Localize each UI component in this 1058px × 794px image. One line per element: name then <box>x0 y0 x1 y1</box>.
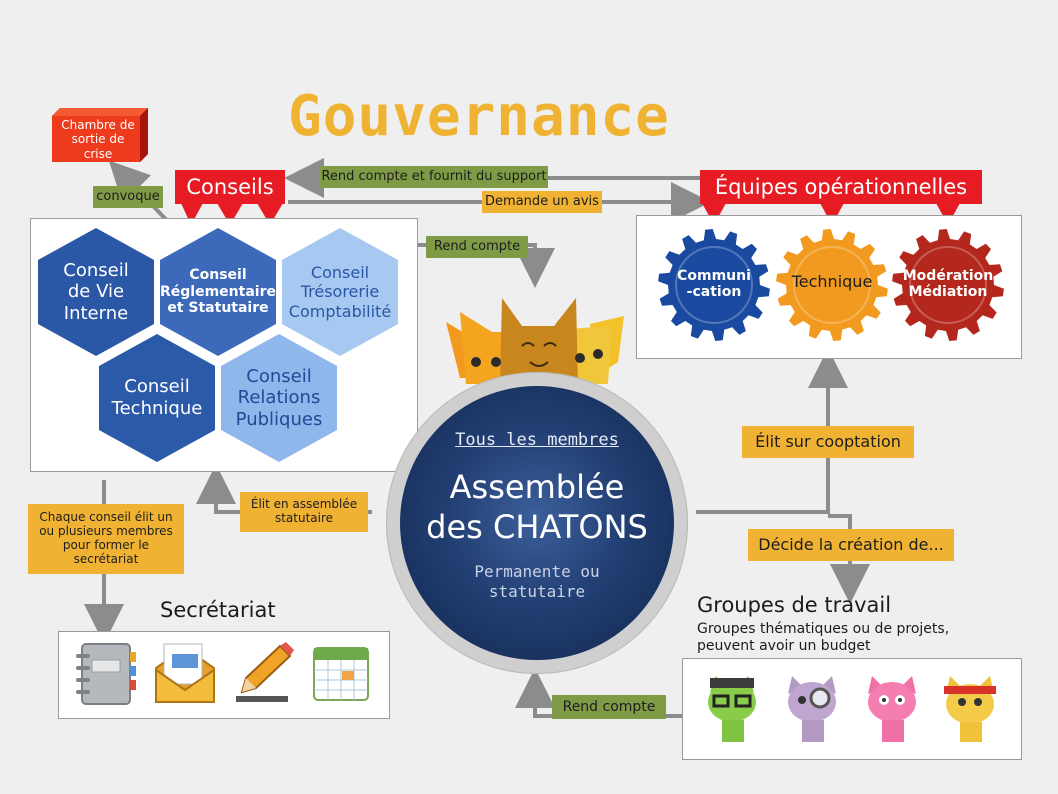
gear-hub <box>793 246 871 324</box>
gear-communication-icon <box>658 229 770 341</box>
equipes-header-pointers <box>702 203 960 225</box>
label-rend-compte-support: Rend compte et fournit du support <box>320 166 548 188</box>
equipes-header: Équipes opérationnelles <box>700 170 982 228</box>
label-rend-compte-top: Rend compte <box>426 236 528 258</box>
conseils-header-label: Conseils <box>175 170 285 204</box>
gear-moderation-icon <box>892 229 1004 341</box>
groupes-title: Groupes de travail <box>697 593 892 617</box>
label-elit-cooptation: Élit sur cooptation <box>742 426 914 458</box>
groupes-subtitle-1: Groupes thématiques ou de projets, <box>697 621 950 637</box>
page-title: Gouvernance <box>288 84 670 149</box>
crisis-box-shape <box>52 108 148 162</box>
groupes-subtitle-2: peuvent avoir un budget <box>697 638 871 654</box>
pink-cat-icon <box>856 672 928 744</box>
purple-cat-icon <box>776 672 848 744</box>
green-cat-icon <box>696 672 768 744</box>
chatons-cats-icon <box>446 298 624 384</box>
hex-conseil-relations-publiques: Conseil Relations Publiques <box>221 334 337 462</box>
gear-moderation-label: Modération Médiation <box>902 267 994 300</box>
hex-label: Conseil Réglementaire et Statutaire <box>160 266 276 317</box>
assembly-top: Tous les membres <box>455 430 619 450</box>
hex-conseil-technique: Conseil Technique <box>99 334 215 462</box>
pencil-icon <box>236 642 294 702</box>
conseils-header-pointers <box>181 203 283 225</box>
assembly-bottom2: statutaire <box>488 582 586 601</box>
crisis-room-label: Chambre de sortie de crise <box>61 118 135 161</box>
yellow-cat-icon <box>934 672 1006 744</box>
label-elit-assemblee: Élit en assemblée statutaire <box>240 492 368 532</box>
equipes-header-label: Équipes opérationnelles <box>700 170 982 204</box>
assembly-line1: Assemblée <box>449 468 625 506</box>
label-decide-creation: Décide la création de... <box>748 529 954 561</box>
hex-label: Conseil Trésorerie Comptabilité <box>288 263 392 321</box>
gear-communication-label: Communi -cation <box>677 267 751 300</box>
hex-label: Conseil de Vie Interne <box>63 259 129 324</box>
secretariat-title: Secrétariat <box>160 598 276 622</box>
hex-conseil-tresorerie: Conseil Trésorerie Comptabilité <box>282 228 398 356</box>
gear-hub <box>675 246 753 324</box>
label-convoque: convoque <box>93 186 163 208</box>
label-demande-avis: Demande un avis <box>482 191 602 213</box>
assembly-line2: des CHATONS <box>426 508 648 546</box>
address-book-icon <box>76 643 136 705</box>
assembly-circle: Tous les membres Assemblée des CHATONS P… <box>400 386 674 660</box>
mail-icon <box>155 643 215 703</box>
arrow-cooptation <box>696 348 848 514</box>
arrow-decide <box>828 514 870 604</box>
gear-technique-label: Technique <box>791 271 873 291</box>
hex-label: Conseil Relations Publiques <box>235 365 323 430</box>
label-chaque-conseil: Chaque conseil élit un ou plusieurs memb… <box>28 504 184 574</box>
assembly-bottom1: Permanente ou <box>474 562 600 581</box>
gears-layer <box>658 229 1004 341</box>
hex-label: Conseil Technique <box>111 376 203 419</box>
gear-hub <box>909 246 987 324</box>
crisis-room-box: Chambre de sortie de crise <box>52 108 148 162</box>
calendar-icon <box>313 647 369 701</box>
label-rend-compte-bottom: Rend compte <box>552 695 666 719</box>
conseils-header: Conseils <box>175 170 285 228</box>
gear-technique-icon <box>776 229 888 341</box>
